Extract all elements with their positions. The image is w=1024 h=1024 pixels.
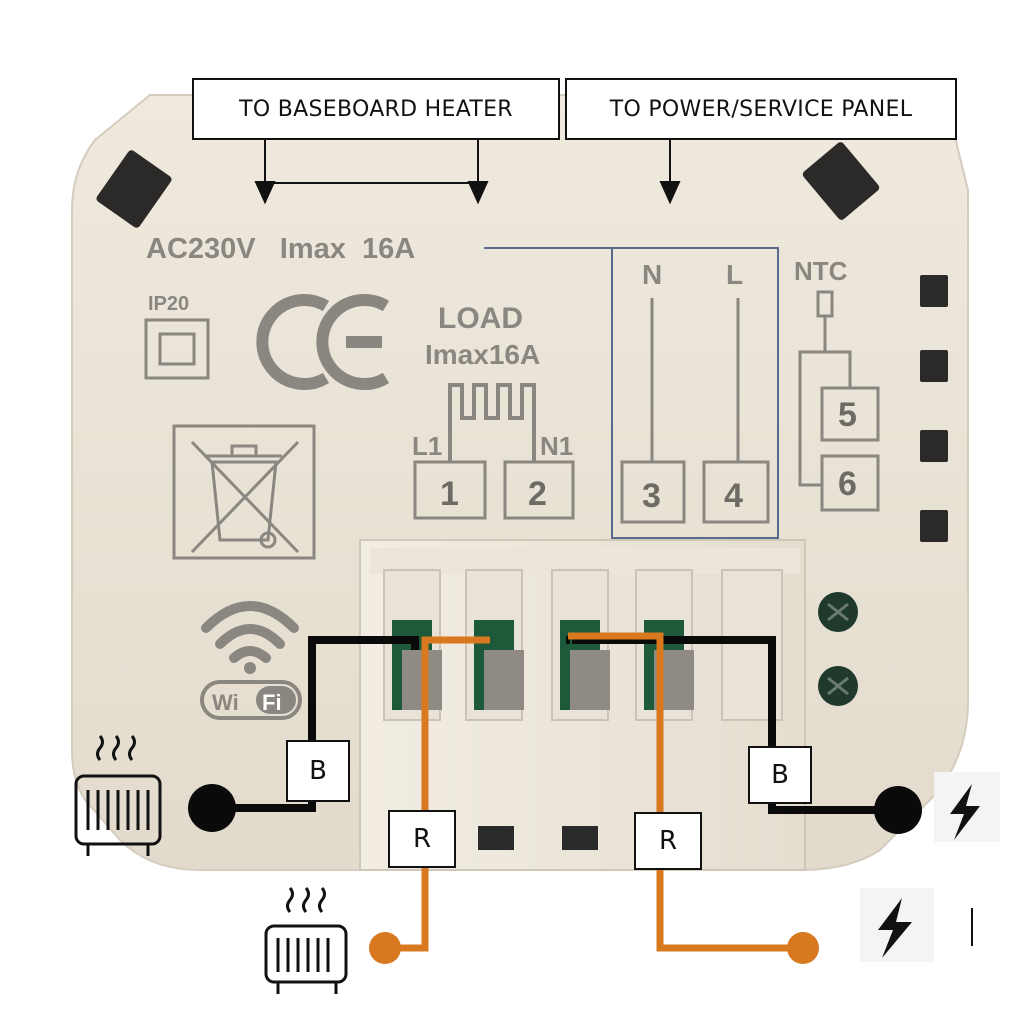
ip-rating-box <box>144 318 210 380</box>
load-heater-symbol <box>448 383 536 430</box>
rating-text: AC230V Imax 16A <box>146 233 415 265</box>
mounting-slot-right <box>802 142 880 220</box>
terminal-6-box <box>820 454 880 512</box>
load-current: Imax16A <box>425 339 540 370</box>
terminal-5-box <box>820 386 880 442</box>
ntc-screw-terminals <box>818 592 858 706</box>
terminal-2-box <box>503 460 575 520</box>
terminal-1-label: 1 <box>440 475 459 513</box>
terminal-l1-label: L1 <box>412 431 442 461</box>
side-vents <box>920 275 948 542</box>
terminal-3-box <box>620 460 686 524</box>
ntc-wire-a <box>798 316 827 487</box>
terminal-5-label: 5 <box>838 396 857 434</box>
mounting-slot-left <box>96 150 172 228</box>
terminal-6-label: 6 <box>838 465 857 503</box>
load-title: LOAD <box>438 302 523 335</box>
wifi-badge-fill <box>256 686 296 714</box>
wifi-badge <box>200 680 302 720</box>
wifi-icon <box>201 601 299 674</box>
red-wire-right-end <box>787 932 819 964</box>
terminal-n1-label: N1 <box>540 431 573 461</box>
ntc-wire-b <box>825 350 852 388</box>
wire-label-black-right: B <box>748 746 812 804</box>
wire-label-red-left: R <box>388 810 456 868</box>
heater-icon <box>74 735 162 856</box>
callout-baseboard-heater: TO BASEBOARD HEATER <box>192 78 560 140</box>
wire-label-red-right: R <box>634 812 702 870</box>
callout-arrows <box>254 140 681 205</box>
lightning-bolt-icon <box>934 772 1000 842</box>
ip-rating-label: IP20 <box>148 293 189 315</box>
terminal-n-label: N <box>642 259 662 290</box>
terminal-l-label: L <box>726 259 743 290</box>
terminal-4-box <box>702 460 770 524</box>
wire-label-black-left: B <box>286 740 350 802</box>
heater-icon <box>264 887 348 994</box>
terminal-4-label: 4 <box>724 477 743 515</box>
black-wire-right <box>566 636 898 814</box>
black-wire-left-end <box>188 784 236 832</box>
ip-rating-inner-box <box>158 332 196 366</box>
terminal-3-label: 3 <box>642 477 661 515</box>
orange-wires <box>385 632 800 952</box>
power-panel-frame <box>611 247 779 539</box>
red-wire-right <box>568 632 800 952</box>
black-wire-right-end <box>874 786 922 834</box>
lightning-bolt-icon <box>860 888 973 962</box>
weee-bin-icon <box>172 424 316 560</box>
red-wire-left-end <box>369 932 401 964</box>
red-wire-left <box>385 636 490 952</box>
wifi-badge-text-a: Wi <box>212 690 239 715</box>
terminal-1-box <box>413 460 487 520</box>
terminal-2-label: 2 <box>528 475 547 513</box>
ntc-label: NTC <box>794 256 848 286</box>
ce-mark-icon <box>256 294 390 390</box>
black-wires <box>212 636 898 814</box>
callout-power-service-panel: TO POWER/SERVICE PANEL <box>565 78 957 140</box>
black-wire-left <box>212 636 419 812</box>
wifi-badge-text-b: Fi <box>262 690 282 715</box>
